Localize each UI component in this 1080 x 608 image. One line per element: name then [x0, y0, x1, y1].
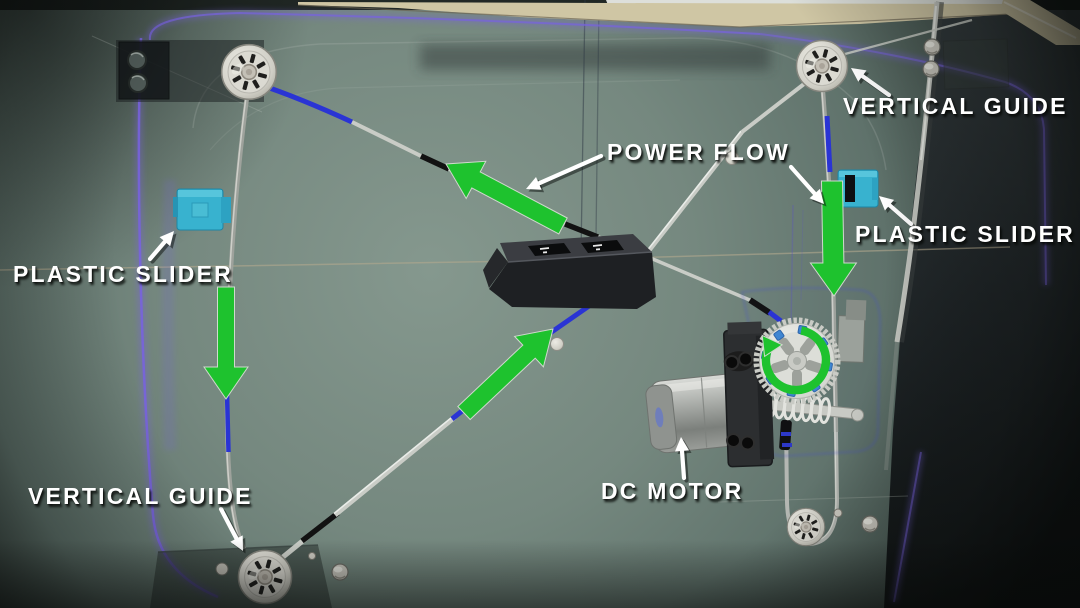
label-plastic-slider-left: PLASTIC SLIDER [13, 261, 233, 287]
label-vertical-guide-bottom-left: VERTICAL GUIDE [28, 483, 253, 509]
bottom-shadow [0, 540, 1080, 608]
label-vertical-guide-top-right: VERTICAL GUIDE [843, 93, 1068, 119]
label-plastic-slider-right: PLASTIC SLIDER [855, 221, 1075, 247]
label-power-flow: POWER FLOW [607, 139, 790, 165]
label-dc-motor: DC MOTOR [601, 478, 744, 504]
